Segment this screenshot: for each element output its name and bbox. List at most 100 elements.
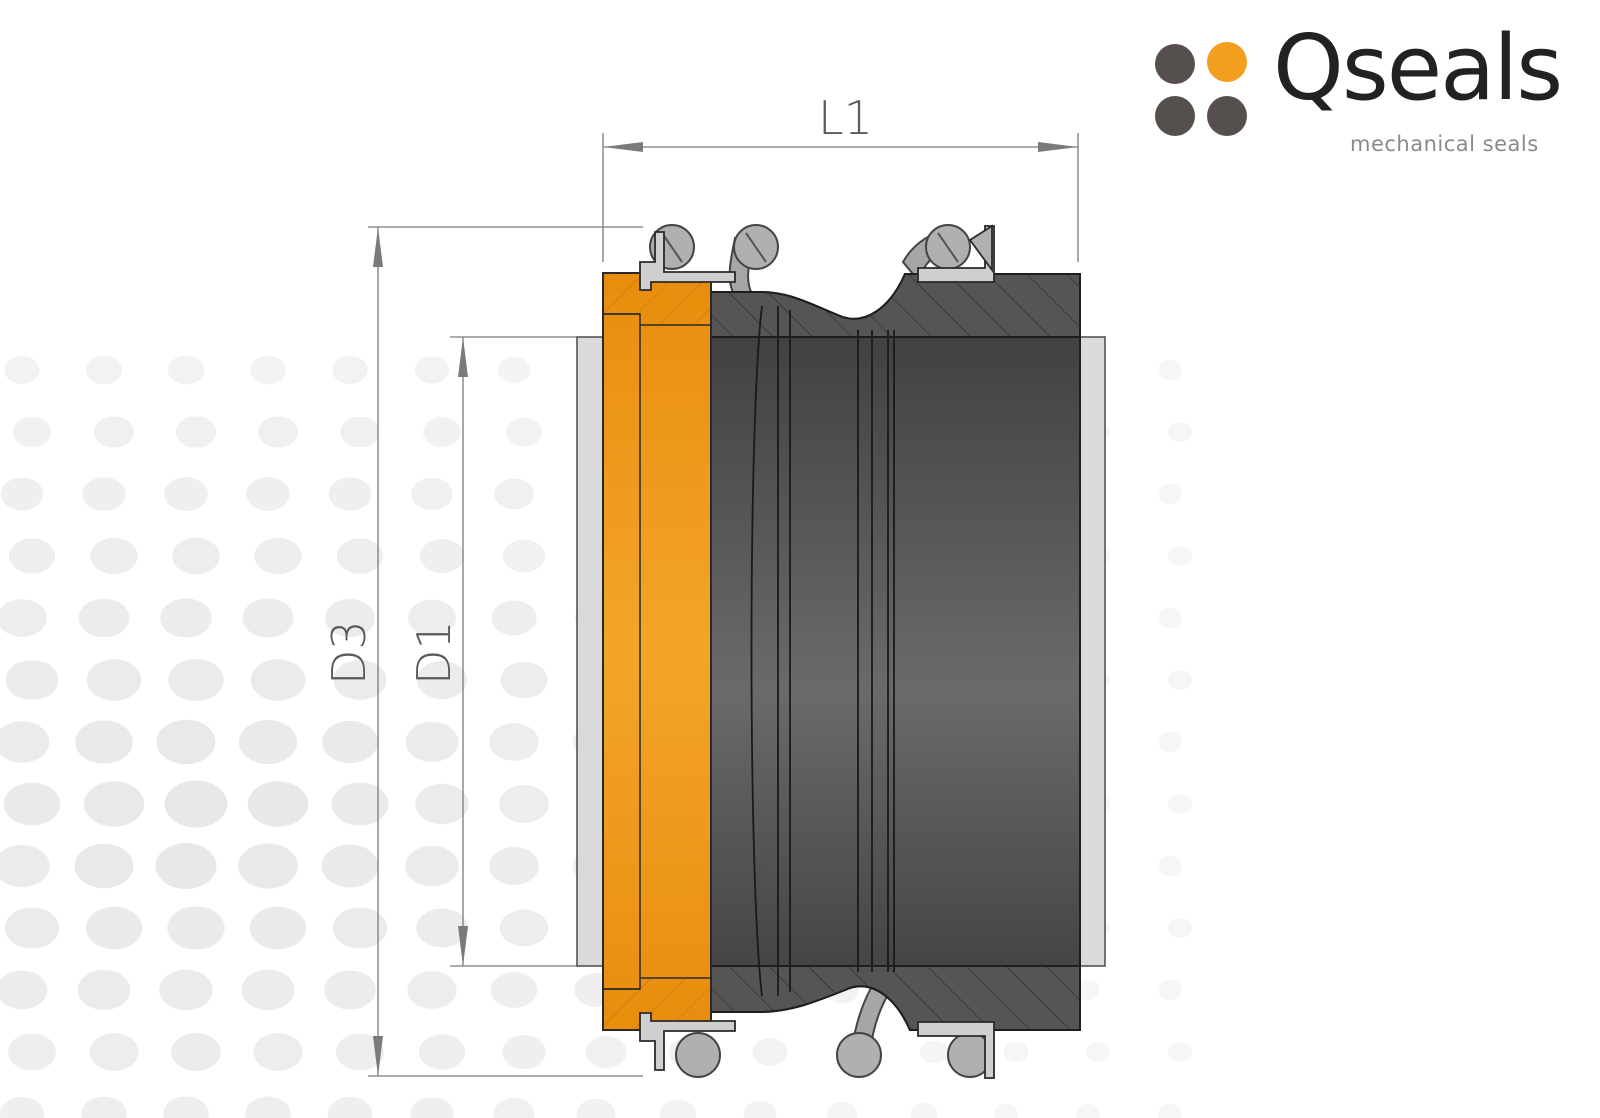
retainer-cups [639, 224, 995, 1079]
background-dot [0, 477, 44, 511]
background-dot [94, 416, 134, 448]
background-dot [491, 600, 537, 636]
background-dot [505, 417, 543, 447]
background-dot [1158, 856, 1182, 876]
background-dot [167, 906, 225, 950]
background-dot [246, 477, 290, 511]
background-dot [83, 781, 145, 827]
background-dot [254, 537, 302, 575]
background-dot [502, 539, 546, 573]
background-dot [405, 845, 459, 887]
bellows-groove-lines [750, 305, 895, 997]
background-dot [332, 907, 388, 949]
background-dot [167, 355, 205, 385]
background-dot [418, 1034, 466, 1070]
bellows-section-bottom-hatch [710, 966, 1080, 1030]
seat-ring [602, 272, 712, 1031]
background-dot [242, 598, 294, 638]
background-dot [910, 1102, 938, 1118]
background-dot [168, 659, 224, 701]
background-dot [826, 1101, 858, 1118]
logo-wordmark: Qseals [1273, 16, 1563, 121]
background-dot [340, 416, 380, 448]
background-dot [410, 1097, 454, 1118]
seat-ring-detail-lines [603, 313, 712, 990]
background-dot [1158, 732, 1182, 752]
background-dot [1168, 1042, 1192, 1062]
logo-dot-4 [1207, 96, 1247, 136]
dimension-label-d3: D3 [322, 620, 376, 685]
bellows-section-top-hatch [710, 274, 1080, 337]
logo-dot-1 [1155, 44, 1195, 84]
background-dot [1158, 1104, 1182, 1118]
background-dot [0, 844, 50, 888]
background-dot [336, 538, 384, 574]
background-dot [245, 1096, 291, 1118]
dimension-label-d1: D1 [407, 620, 461, 685]
background-dot [4, 907, 60, 949]
background-dot [250, 659, 306, 701]
background-dot [85, 906, 143, 950]
background-dot [1168, 670, 1192, 690]
background-dot [408, 599, 456, 637]
background-dot [499, 909, 549, 947]
logo-dot-3 [1155, 96, 1195, 136]
background-dot [160, 598, 212, 638]
background-dot [407, 971, 457, 1009]
background-dot [405, 721, 459, 763]
background-dot [159, 969, 213, 1011]
background-dot [919, 1040, 949, 1064]
background-dot [324, 970, 376, 1010]
background-dot [416, 908, 468, 948]
background-dot [78, 598, 130, 638]
rubber-bellows-body [709, 273, 1081, 1031]
background-dot [493, 1098, 535, 1118]
background-dot [499, 785, 549, 823]
background-dot [411, 477, 453, 511]
background-dot [0, 721, 50, 763]
background-dot [86, 355, 122, 385]
background-dot [489, 846, 539, 886]
background-dot [3, 782, 61, 826]
background-dot [1158, 360, 1182, 380]
background-dot [414, 356, 450, 384]
background-dot [0, 1096, 45, 1118]
background-dot [171, 1032, 221, 1072]
background-dot [333, 659, 387, 701]
logo-tagline: mechanical seals [1350, 132, 1539, 156]
background-dot [489, 723, 539, 761]
background-dot [241, 969, 295, 1011]
background-dot [164, 477, 208, 511]
background-dot [0, 599, 47, 637]
background-dot [1168, 422, 1192, 442]
background-dot [5, 659, 59, 701]
background-dot [258, 416, 298, 448]
background-dot [82, 477, 126, 511]
background-dot [81, 1096, 127, 1118]
background-dot [1076, 1104, 1100, 1118]
background-dot [322, 720, 378, 764]
background-dot [502, 1035, 546, 1069]
background-dot [325, 598, 375, 638]
background-dot [1168, 918, 1192, 938]
background-dot [1168, 546, 1192, 566]
background-dot [163, 1096, 209, 1118]
background-dot [743, 1100, 777, 1118]
background-dot [249, 906, 307, 950]
background-dot [247, 781, 309, 827]
background-dot [752, 1038, 788, 1066]
background-dot [419, 538, 465, 574]
background-dot [253, 1033, 303, 1071]
background-dot [1086, 1042, 1110, 1062]
background-dot [90, 537, 138, 575]
background-dot [490, 972, 538, 1008]
background-dot [86, 659, 142, 701]
background-dot [89, 1033, 139, 1071]
background-dot [249, 355, 287, 385]
background-dot [416, 660, 468, 700]
background-dot [4, 356, 40, 384]
background-dot [12, 416, 52, 448]
background-dot [0, 970, 48, 1010]
background-dot [335, 1033, 385, 1071]
